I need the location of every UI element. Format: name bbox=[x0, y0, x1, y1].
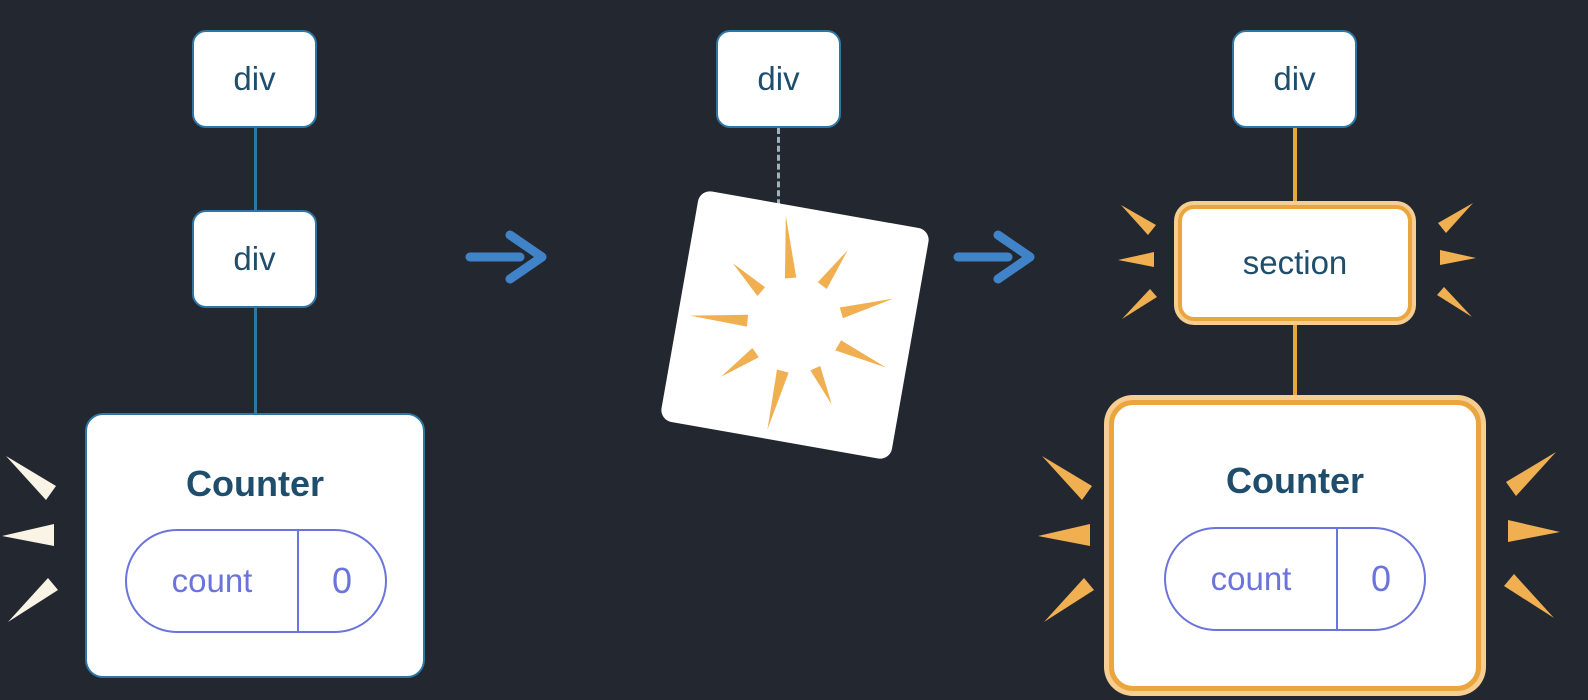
state-key: count bbox=[127, 531, 299, 631]
right-arrow-icon bbox=[465, 230, 547, 284]
spark-burst-icon bbox=[1118, 205, 1157, 319]
before-root-tag-box: div bbox=[192, 30, 317, 128]
shattering-box-icon bbox=[661, 191, 929, 459]
before-child-tag-label: div bbox=[233, 240, 276, 277]
transition-root-tag-box: div bbox=[716, 30, 841, 128]
transition-root-tag-label: div bbox=[757, 60, 800, 97]
after-root-tag-label: div bbox=[1273, 60, 1316, 97]
after-child-tag-label: section bbox=[1242, 244, 1348, 281]
after-root-tag-box: div bbox=[1232, 30, 1357, 128]
dashed-connector bbox=[777, 128, 780, 223]
before-root-tag-label: div bbox=[233, 60, 276, 97]
after-counter-card: Counter count 0 bbox=[1109, 400, 1481, 691]
after-child-tag-box: section bbox=[1178, 205, 1412, 321]
state-value: 0 bbox=[1370, 558, 1392, 599]
right-arrow-icon bbox=[953, 230, 1035, 284]
spark-burst-icon bbox=[1437, 203, 1476, 317]
before-child-tag-box: div bbox=[192, 210, 317, 308]
spark-burst-icon bbox=[1504, 452, 1560, 618]
state-value: 0 bbox=[331, 560, 353, 601]
white-spark-burst-icon bbox=[2, 456, 58, 622]
tree-connector bbox=[253, 308, 257, 413]
before-counter-card: Counter count 0 bbox=[85, 413, 425, 678]
state-key: count bbox=[1166, 529, 1338, 629]
tree-connector bbox=[1293, 128, 1297, 205]
counter-title: Counter bbox=[186, 463, 324, 504]
state-pill: count 0 bbox=[1164, 527, 1426, 631]
spark-burst-icon bbox=[1038, 456, 1094, 622]
tree-connector bbox=[253, 128, 257, 210]
tree-connector bbox=[1293, 325, 1297, 400]
counter-title: Counter bbox=[1226, 460, 1364, 501]
state-pill: count 0 bbox=[125, 529, 387, 633]
